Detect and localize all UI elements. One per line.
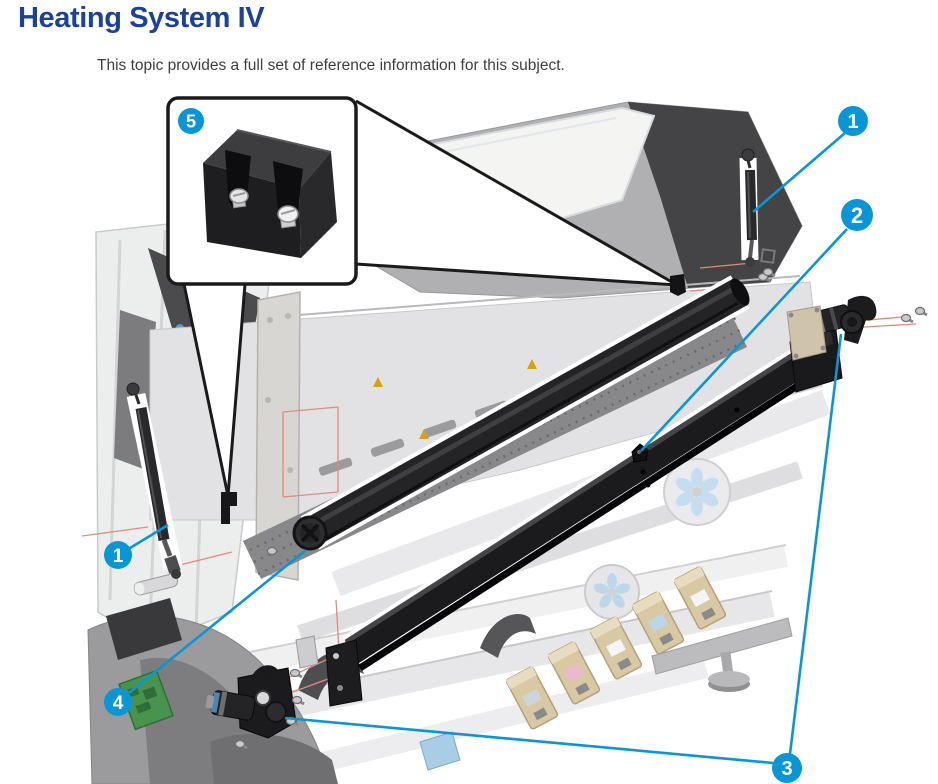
roller-support-clip-right [670, 274, 686, 296]
warning-triangle-icons [373, 359, 537, 439]
callout-2-badge: 2 [841, 199, 873, 231]
gas-strut-right [739, 148, 776, 267]
callout-4-leader-line [128, 548, 307, 695]
roller-support-clip-left [221, 492, 237, 524]
callout-1-badge: 1 [104, 541, 132, 569]
blue-roller-piece [419, 731, 461, 771]
callout-1-badge: 1 [838, 106, 868, 136]
motor-mount-plate [786, 305, 827, 361]
lifter-motor-upper [786, 295, 877, 361]
ink-cartridge [505, 666, 559, 730]
media-guide [480, 613, 536, 658]
svg-text:4: 4 [113, 693, 124, 714]
stand-leg [651, 617, 793, 692]
svg-text:2: 2 [851, 203, 863, 228]
gas-strut-left [126, 382, 183, 579]
detail-wedges [182, 99, 678, 497]
detail-inset-box [166, 96, 358, 286]
ink-cartridge [631, 591, 685, 655]
callout-5-badge: 5 [178, 108, 204, 134]
callout-2-leader-line [640, 228, 848, 452]
svg-text:3: 3 [781, 758, 792, 780]
page-intro: This topic provides a full set of refere… [97, 57, 565, 74]
svg-text:1: 1 [113, 546, 124, 567]
callout-layer: 1 2 3 4 1 5 [104, 106, 873, 783]
callout-1-leader-line [129, 523, 169, 550]
diverter-roller [292, 275, 750, 551]
heater-beam [295, 328, 843, 707]
ink-cartridge [589, 616, 643, 680]
page-title: Heating System IV [18, 2, 265, 34]
screws [234, 267, 928, 750]
callout-1-leader-line [752, 132, 846, 213]
callout-3-leader-line [788, 333, 843, 755]
cover-end-cap [628, 102, 802, 288]
lifter-motor-lower [205, 665, 297, 739]
ink-cartridge [547, 641, 601, 705]
svg-text:5: 5 [186, 111, 196, 131]
callout-3-leader-line [284, 716, 774, 765]
metal-pin [133, 573, 179, 596]
callout-3-badge: 3 [772, 753, 802, 783]
svg-text:1: 1 [847, 111, 858, 133]
callout-4-badge: 4 [104, 688, 132, 716]
pcb-board [118, 669, 174, 731]
side-plate [255, 291, 301, 581]
ink-cartridge-row [505, 566, 727, 730]
beam-end-bracket-left [325, 639, 363, 707]
roller-support-detail-art [203, 129, 337, 258]
ink-cartridge [673, 566, 727, 630]
